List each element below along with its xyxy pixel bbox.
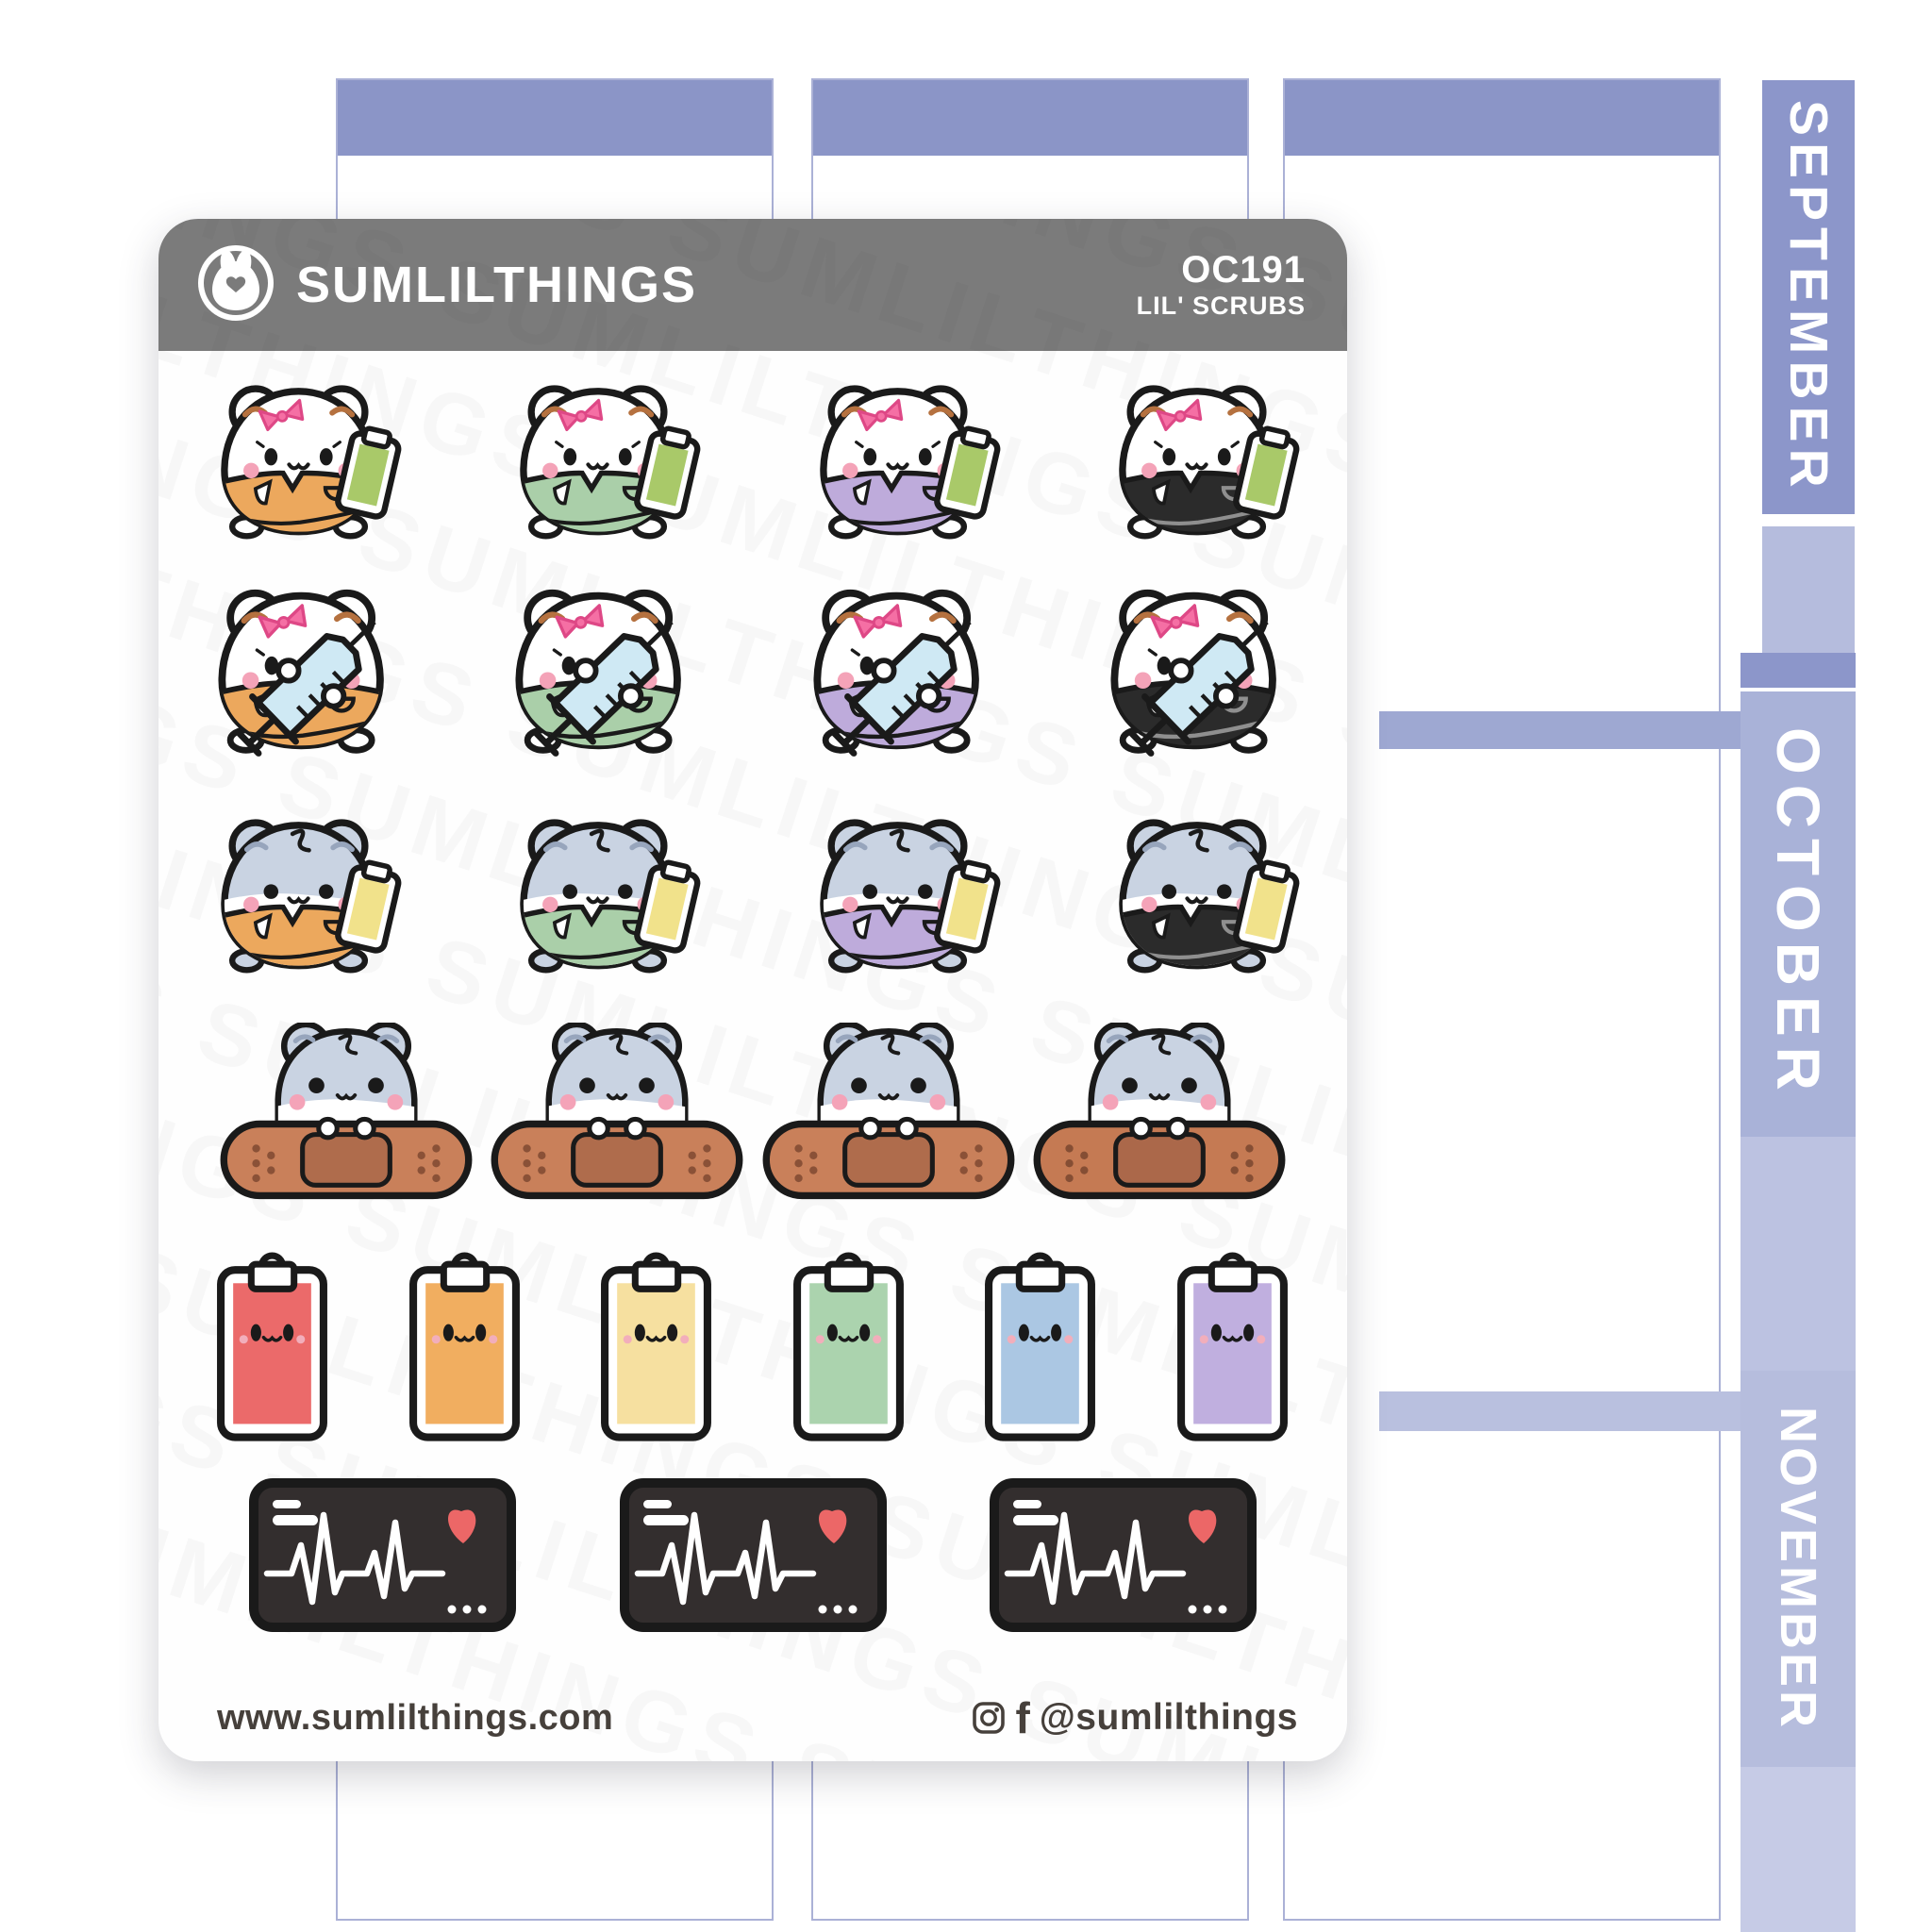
heart-monitor-sticker	[990, 1478, 1257, 1632]
hamster-syringe-sticker	[200, 589, 413, 757]
tab-october-label: OCTOBER	[1764, 727, 1832, 1101]
planner-section-bar	[1379, 711, 1749, 749]
tab-september: SEPTEMBER	[1762, 80, 1855, 514]
hamster-clipboard-sticker	[204, 385, 402, 540]
brand-name: SUMLILTHINGS	[296, 257, 697, 313]
clipboard-sticker	[408, 1252, 520, 1441]
collection-name: LIL' SCRUBS	[1136, 291, 1306, 321]
sticker	[215, 1023, 477, 1203]
watermark-text: SUMLILTHINGS SUMLILTHINGS SUMLILTHINGS S…	[158, 1154, 1347, 1761]
rail-strip	[1740, 1767, 1856, 1932]
rail-strip	[1740, 1137, 1856, 1371]
sticker	[1028, 1023, 1291, 1203]
sticker	[1102, 813, 1302, 982]
sticker	[503, 379, 703, 548]
instagram-icon	[973, 1702, 1006, 1734]
clipboard-sticker	[601, 1252, 712, 1441]
sticker	[803, 379, 1003, 548]
planner-column-header	[813, 80, 1247, 156]
sticker	[406, 1251, 525, 1446]
sticker	[619, 1477, 888, 1633]
planner-column-header	[338, 80, 772, 156]
sticker-sheet: SUMLILTHINGS OC191 LIL' SCRUBS SUMLILTHI…	[158, 219, 1347, 1761]
sku-block: OC191 LIL' SCRUBS	[1137, 248, 1306, 321]
tab-october: OCTOBER	[1740, 691, 1856, 1137]
heart-monitor-sticker	[249, 1478, 516, 1632]
bunny-logo-icon	[198, 244, 274, 321]
bandaid-hamster-sticker	[220, 1023, 473, 1200]
sticker	[486, 1023, 748, 1203]
sticker	[204, 379, 404, 548]
sticker	[213, 1251, 332, 1446]
rail-strip	[1740, 653, 1856, 688]
sticker	[1174, 1251, 1292, 1446]
sheet-footer: www.sumlilthings.com f @sumlilthings	[158, 1693, 1347, 1742]
sticker-row-nurse-hamsters-clipboard	[158, 379, 1347, 548]
sku-code: OC191	[1181, 249, 1306, 291]
brand-bunny-logo-icon	[196, 243, 275, 327]
hamster-clipboard-sticker	[503, 385, 701, 540]
tab-november: NOVEMBER	[1740, 1371, 1856, 1767]
sticker	[497, 583, 710, 763]
clipboard-sticker	[217, 1252, 327, 1441]
hamster-syringe-sticker	[497, 589, 710, 757]
hamster-syringe-sticker	[1092, 589, 1306, 757]
sticker	[248, 1477, 517, 1633]
bandaid-hamster-sticker	[762, 1023, 1015, 1200]
social-block: f @sumlilthings	[972, 1693, 1298, 1742]
hamster-clipboard-sticker	[503, 819, 701, 974]
heart-monitor-sticker	[619, 1478, 887, 1632]
social-handle: @sumlilthings	[1039, 1697, 1298, 1738]
rail-strip	[1762, 526, 1855, 653]
sticker-row-heart-monitors	[158, 1477, 1347, 1633]
sticker-row-nurse-hamsters-syringe	[158, 583, 1347, 763]
sticker	[758, 1023, 1020, 1203]
sticker	[1102, 379, 1302, 548]
sticker-row-gray-hamsters-clipboard	[158, 813, 1347, 982]
sticker	[989, 1477, 1257, 1633]
sticker	[1092, 583, 1306, 763]
sticker	[597, 1251, 716, 1446]
hamster-clipboard-sticker	[1102, 385, 1300, 540]
planner-column-header	[1285, 80, 1719, 156]
planner-column	[1283, 78, 1721, 1921]
sheet-header: SUMLILTHINGS OC191 LIL' SCRUBS	[158, 219, 1347, 351]
sticker	[503, 813, 703, 982]
sticker	[200, 583, 413, 763]
hamster-clipboard-sticker	[803, 385, 1001, 540]
sticker	[981, 1251, 1100, 1446]
tab-september-label: SEPTEMBER	[1778, 100, 1839, 494]
sticker-row-clipboards	[158, 1251, 1347, 1446]
planner-section-bar	[1379, 1391, 1749, 1431]
clipboard-sticker	[792, 1252, 904, 1441]
sticker	[790, 1251, 908, 1446]
hamster-clipboard-sticker	[803, 819, 1001, 974]
bandaid-hamster-sticker	[491, 1023, 743, 1200]
clipboard-sticker	[985, 1252, 1096, 1441]
sticker	[795, 583, 1008, 763]
facebook-icon: f	[1015, 1693, 1030, 1742]
hamster-syringe-sticker	[795, 589, 1008, 757]
hamster-clipboard-sticker	[204, 819, 402, 974]
clipboard-sticker	[1177, 1252, 1288, 1441]
sticker	[803, 813, 1003, 982]
sticker-row-bandaid-hamsters	[158, 1023, 1347, 1203]
website-url: www.sumlilthings.com	[217, 1697, 614, 1738]
bandaid-hamster-sticker	[1033, 1023, 1286, 1200]
sticker	[204, 813, 404, 982]
hamster-clipboard-sticker	[1102, 819, 1300, 974]
tab-november-label: NOVEMBER	[1770, 1406, 1826, 1732]
